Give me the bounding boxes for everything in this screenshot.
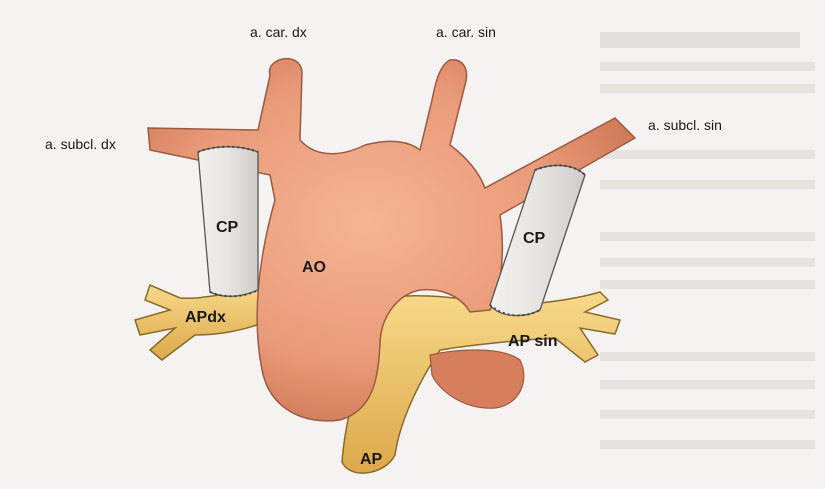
label-cp-right: CP bbox=[523, 230, 546, 247]
label-cp-left: CP bbox=[216, 219, 239, 236]
label-ao: AO bbox=[302, 259, 326, 276]
label-car-dx: a. car. dx bbox=[250, 24, 307, 40]
background-page-texture bbox=[600, 32, 815, 449]
label-subcl-sin: a. subcl. sin bbox=[648, 117, 722, 133]
label-ap: AP bbox=[360, 451, 383, 468]
label-subcl-dx: a. subcl. dx bbox=[45, 136, 116, 152]
aorta-descending-bulge bbox=[430, 350, 524, 408]
label-car-sin: a. car. sin bbox=[436, 24, 496, 40]
label-ap-sin: AP sin bbox=[508, 333, 558, 350]
label-ap-dx: APdx bbox=[185, 309, 226, 326]
